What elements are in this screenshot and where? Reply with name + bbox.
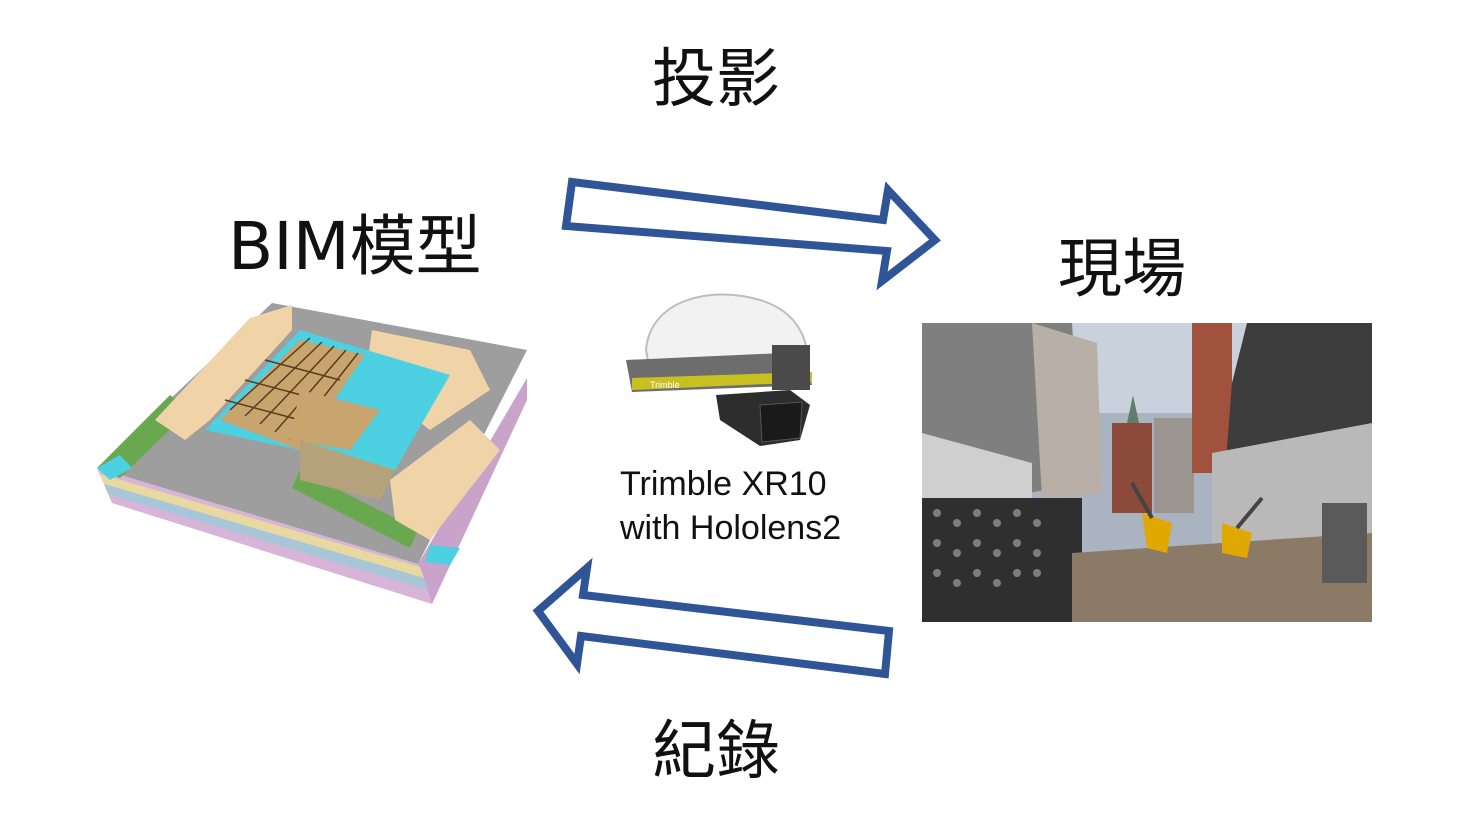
projection-label: 投影: [652, 43, 780, 117]
record-arrow-icon: [532, 557, 894, 679]
projection-arrow-icon: [561, 177, 941, 291]
construction-site-photo: [922, 323, 1372, 622]
site-label: 現場: [1058, 233, 1186, 307]
device-label-line1: Trimble XR10: [620, 465, 827, 503]
device-label-line2: with Hololens2: [620, 509, 842, 547]
device-label: Trimble XR10 with Hololens2: [620, 462, 841, 550]
headset-brand-text: Trimble: [650, 380, 680, 390]
record-label: 紀錄: [652, 715, 780, 789]
bim-model-label: BIM模型: [228, 208, 482, 285]
